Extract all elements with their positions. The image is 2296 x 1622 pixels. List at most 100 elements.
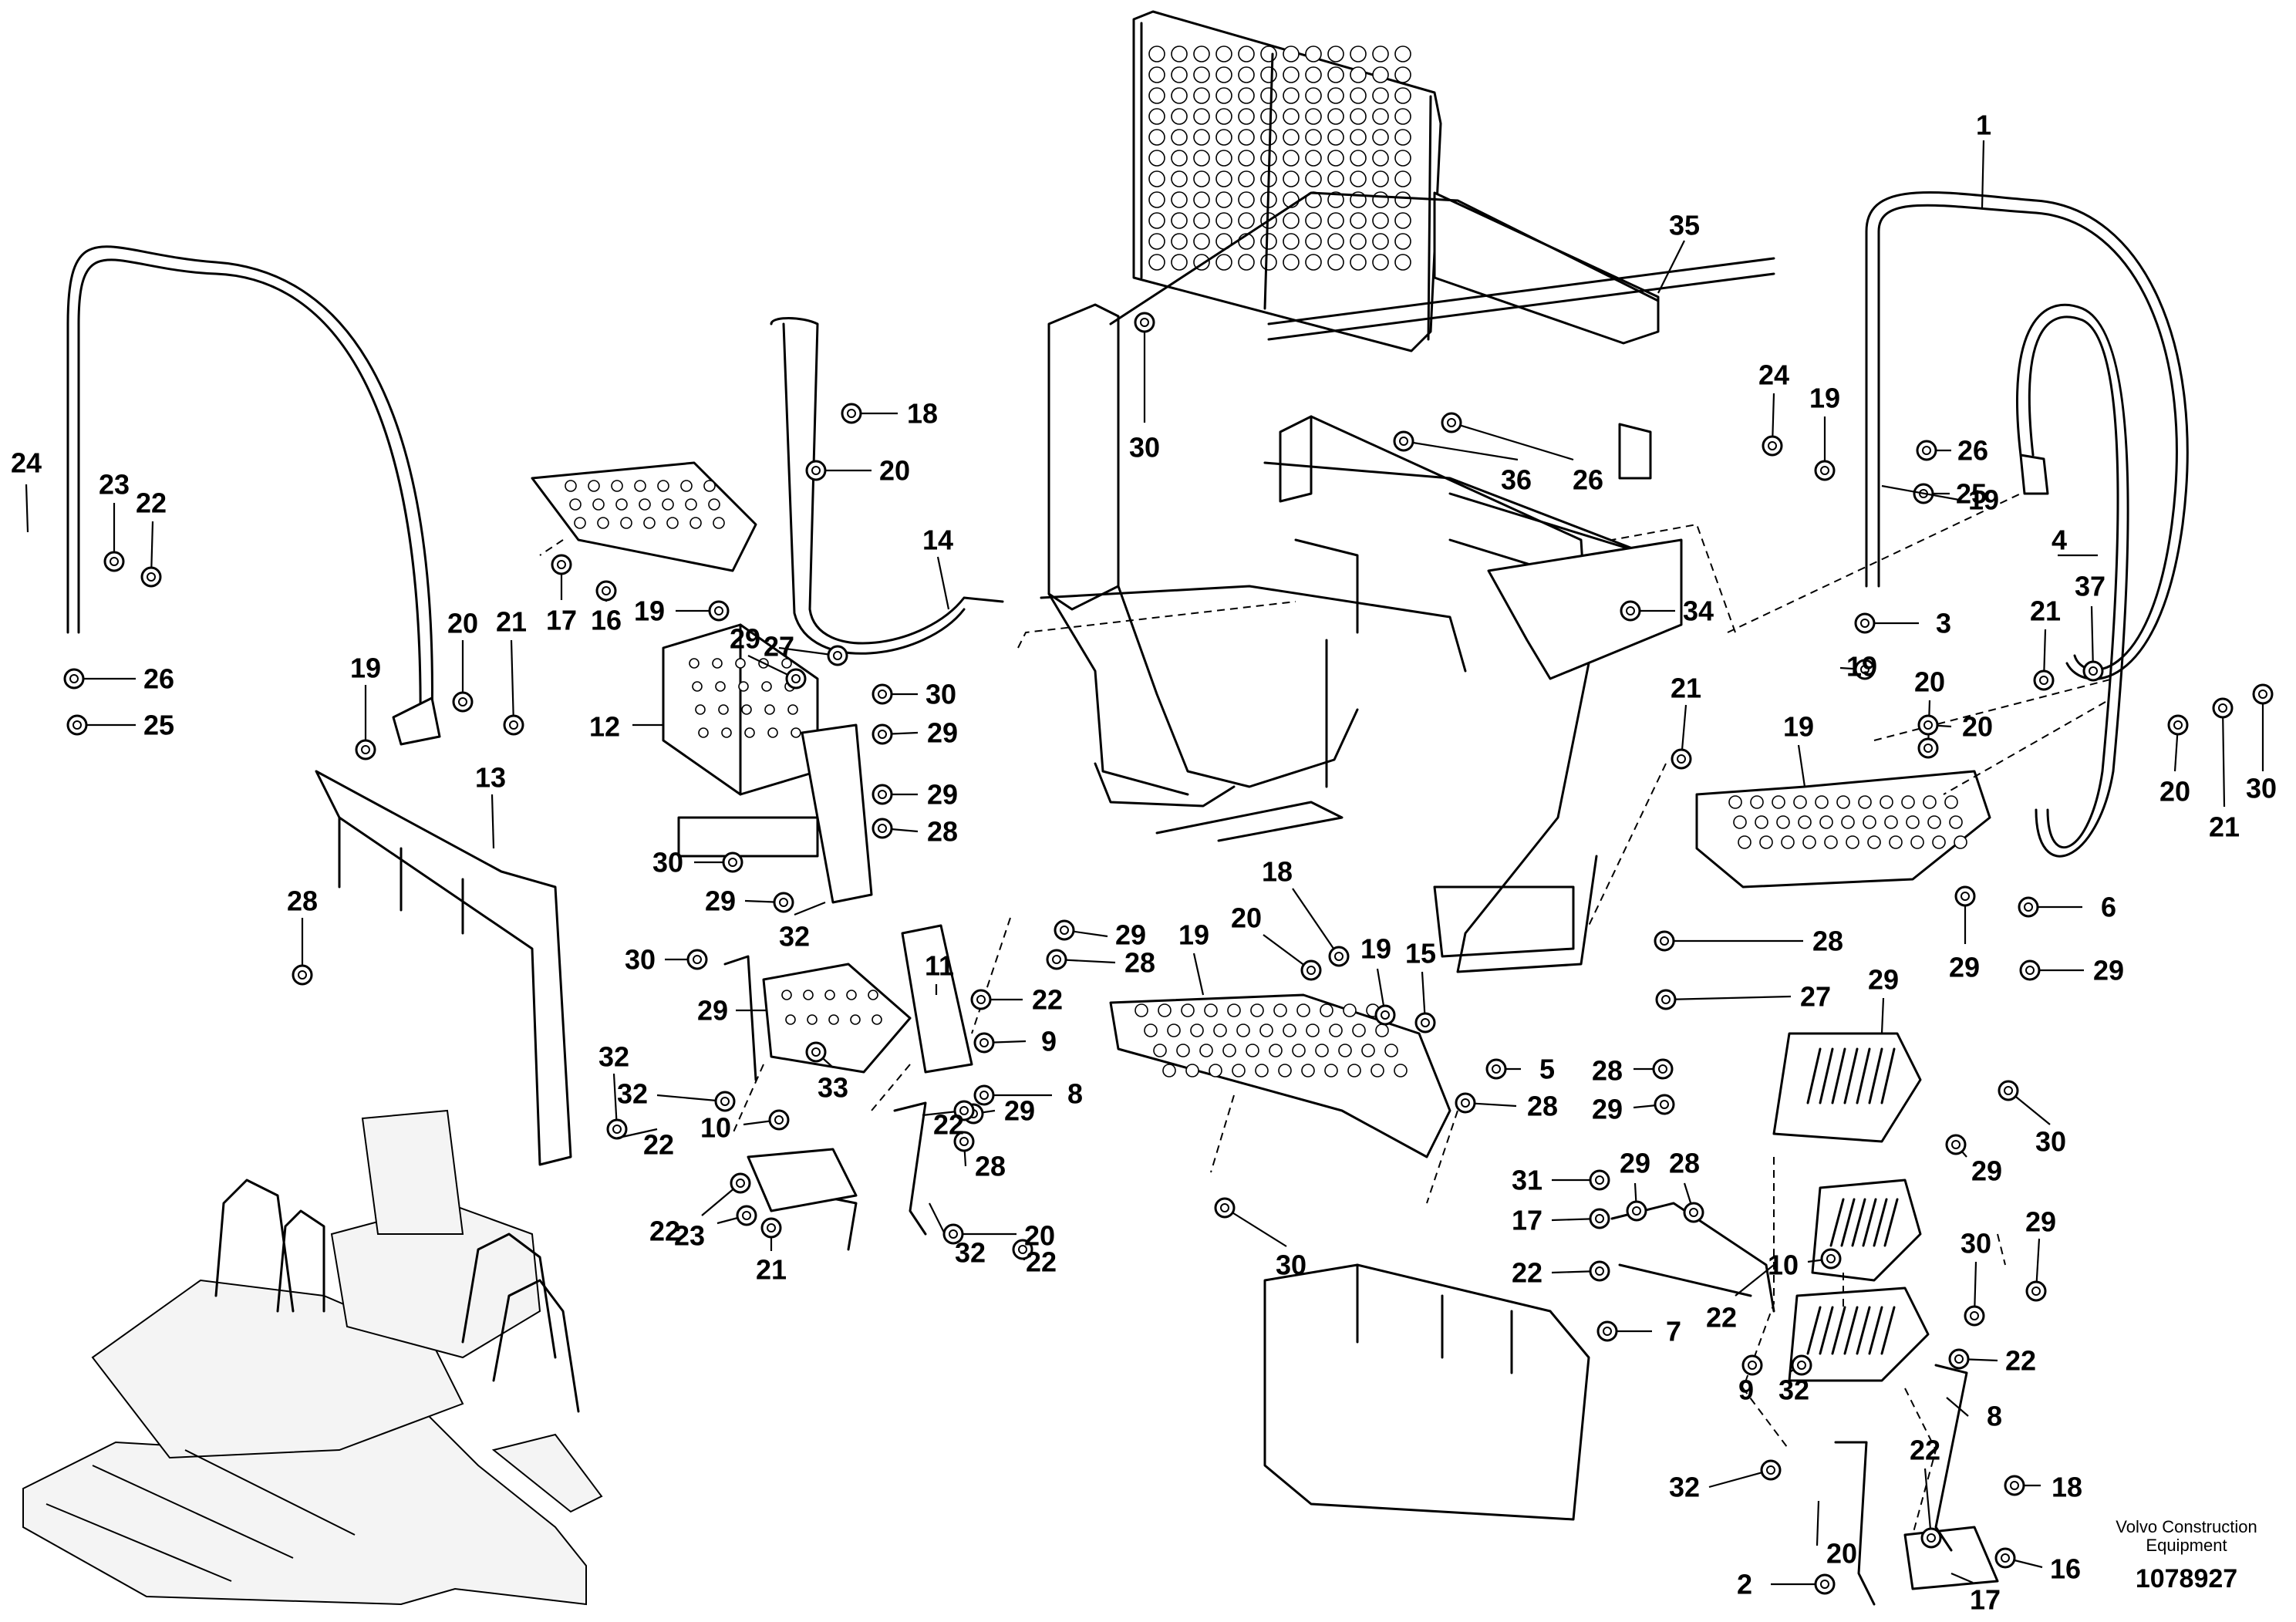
callout-number: 18 xyxy=(2052,1472,2082,1503)
fastener xyxy=(872,683,893,705)
callout-number: 23 xyxy=(674,1220,705,1252)
callout-number: 21 xyxy=(756,1254,787,1286)
callout-4: 4 xyxy=(2052,524,2098,557)
callout-number: 37 xyxy=(2075,571,2106,602)
callout-31: 31 xyxy=(1512,1165,1610,1196)
fastener xyxy=(1589,1169,1610,1191)
callout-34: 34 xyxy=(1620,595,1714,627)
fastener xyxy=(708,600,730,622)
callout-10: 10 xyxy=(1768,1248,1842,1281)
fastener xyxy=(1994,1547,2016,1569)
callout-number: 26 xyxy=(1573,464,1603,496)
fastener xyxy=(1596,1320,1618,1342)
callout-19: 19 xyxy=(1178,919,1209,996)
fastener xyxy=(1485,1058,1507,1080)
fastener-hole xyxy=(1421,1018,1430,1027)
fastener-hole xyxy=(742,1211,751,1220)
leader-line xyxy=(491,794,495,849)
leader-line xyxy=(615,1128,658,1140)
callout-number: 28 xyxy=(1812,926,1843,957)
fastener xyxy=(1917,714,1939,736)
fastener xyxy=(1948,1348,1970,1370)
callout-22: 22 xyxy=(922,1100,975,1141)
fastener xyxy=(973,1084,995,1106)
fastener xyxy=(827,645,848,666)
callout-28: 28 xyxy=(1654,926,1843,957)
callout-number: 19 xyxy=(1178,919,1209,951)
drawing-number: 1078927 xyxy=(2135,1564,2238,1593)
callout-number: 29 xyxy=(1868,964,1899,996)
callout-29: 29 xyxy=(2025,1206,2056,1302)
fastener-hole xyxy=(72,720,82,730)
fastener xyxy=(686,949,708,970)
callout-22: 22 xyxy=(1948,1345,2036,1377)
callout-number: 28 xyxy=(975,1151,1006,1182)
callout-28: 28 xyxy=(872,816,958,848)
fastener xyxy=(1814,460,1836,481)
callout-number: 29 xyxy=(1004,1095,1035,1127)
fastener-hole xyxy=(1060,926,1069,935)
callout-28: 28 xyxy=(1669,1148,1704,1223)
callout-number: 30 xyxy=(625,944,656,976)
callout-number: 8 xyxy=(1987,1401,2002,1432)
fastener-hole xyxy=(1399,437,1408,446)
callout-28: 28 xyxy=(287,885,318,986)
callout-number: 30 xyxy=(2246,773,2277,804)
fastener-hole xyxy=(1660,1100,1669,1109)
fastener-hole xyxy=(979,1091,989,1100)
callout-number: 29 xyxy=(927,717,958,749)
fastener-hole xyxy=(509,720,518,730)
callout-30: 30 xyxy=(1998,1080,2066,1158)
callout-number: 28 xyxy=(1124,947,1155,979)
callout-number: 18 xyxy=(907,398,938,430)
fastener-hole xyxy=(1927,1533,1936,1543)
callout-number: 22 xyxy=(649,1216,680,1247)
callout-5: 5 xyxy=(1485,1054,1555,1085)
fastener xyxy=(103,551,125,572)
callout-number: 19 xyxy=(1846,651,1877,683)
fender-13 xyxy=(315,770,572,1166)
callout-number: 22 xyxy=(1512,1257,1542,1289)
fastener xyxy=(2018,896,2039,918)
fastener-hole xyxy=(1689,1208,1698,1217)
fastener xyxy=(2004,1475,2025,1496)
callout-number: 20 xyxy=(447,608,478,639)
leader-line xyxy=(510,639,515,726)
fastener-hole xyxy=(693,955,702,964)
fastener-hole xyxy=(767,1223,776,1233)
fastener xyxy=(1393,430,1414,452)
callout-29: 29 xyxy=(705,885,794,917)
fastener xyxy=(1916,440,1937,461)
callout-number: 16 xyxy=(2050,1553,2081,1585)
leader-line xyxy=(1881,484,1960,501)
callout-number: 28 xyxy=(1669,1148,1700,1179)
callout-19: 19 xyxy=(1881,484,1999,516)
fastener xyxy=(872,818,893,839)
callout-22: 22 xyxy=(1910,1435,1942,1549)
callout-number: 28 xyxy=(287,885,318,917)
callout-number: 16 xyxy=(591,605,622,636)
step-6 xyxy=(1772,1032,1922,1143)
brackets-9-10-right xyxy=(1834,1364,1968,1606)
callout-30: 30 xyxy=(652,847,743,878)
fastener xyxy=(973,1032,995,1054)
fastener xyxy=(872,723,893,745)
cab-frame xyxy=(1040,10,1683,973)
fastener xyxy=(785,668,807,690)
fastener-hole xyxy=(2258,690,2267,699)
callout-number: 15 xyxy=(1405,938,1436,969)
fastener-hole xyxy=(110,557,119,566)
fastener-hole xyxy=(69,674,79,683)
step-9-8-10-left xyxy=(723,955,927,1251)
callout-number: 30 xyxy=(652,847,683,878)
callout-number: 17 xyxy=(546,605,577,636)
callout-number: 30 xyxy=(1129,432,1160,464)
callout-33: 33 xyxy=(805,1041,848,1104)
fastener xyxy=(595,580,617,602)
fastener xyxy=(1954,885,1976,907)
callout-number: 20 xyxy=(879,455,910,487)
fastener xyxy=(2033,669,2055,691)
callout-number: 32 xyxy=(598,1041,629,1073)
callout-20: 20 xyxy=(1231,902,1322,981)
